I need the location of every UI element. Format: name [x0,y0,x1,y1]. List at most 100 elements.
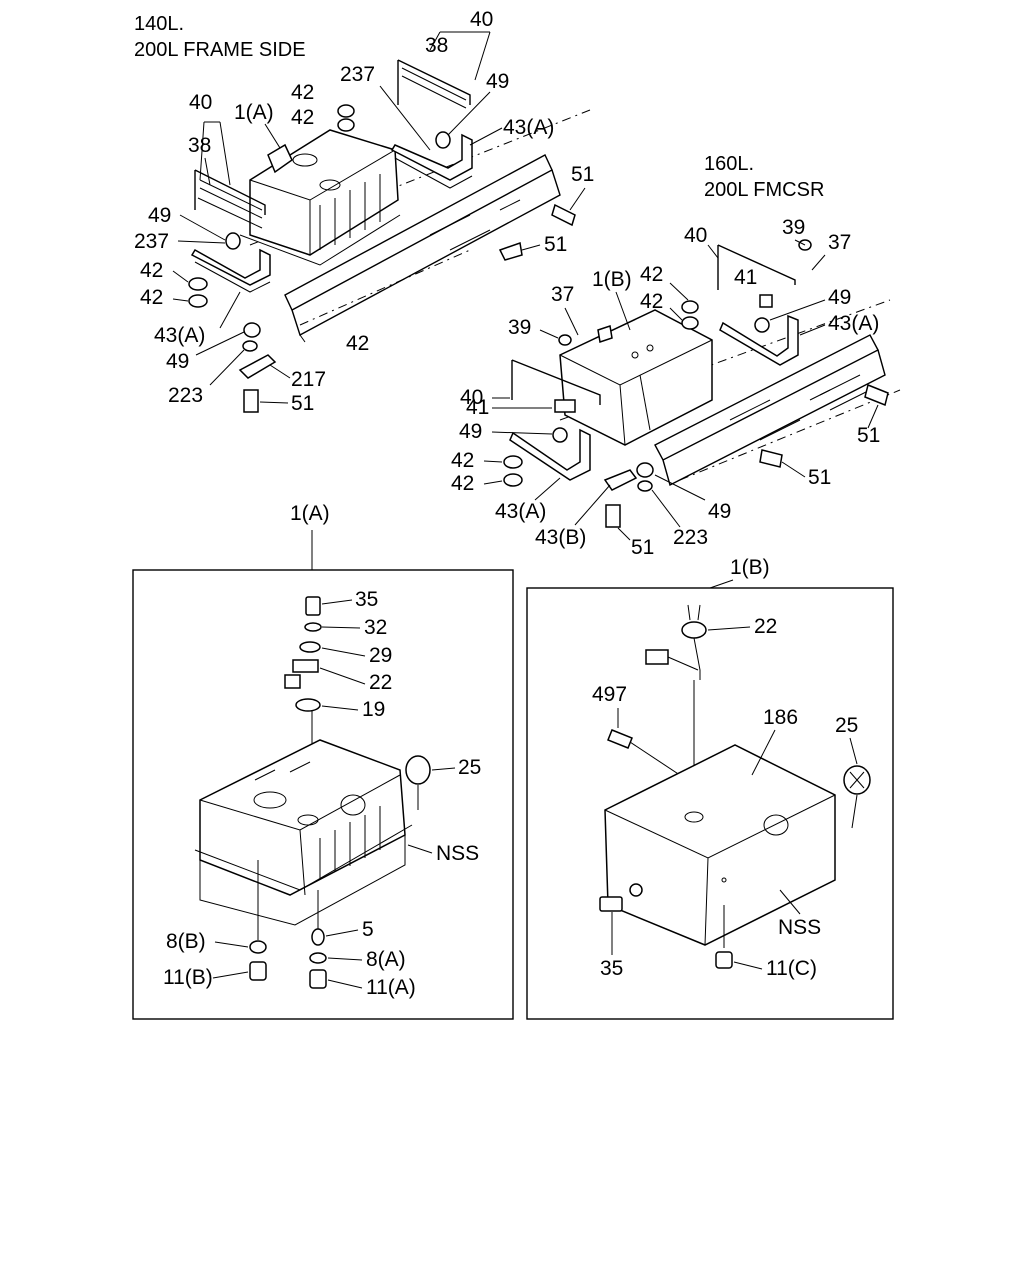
bolt-35 [305,596,321,616]
labels-box-a: 35 32 29 22 19 25 NSS 5 8(B) 8(A) 11(B) … [163,588,481,999]
label-49: 49 [486,70,509,93]
washer-32 [304,622,322,632]
header-frame-side-line2: 200L FRAME SIDE [134,39,306,61]
box-b-title: 1(B) [730,556,770,579]
bracket-43a-fmcsr-right [719,314,799,366]
gasket-29 [299,641,321,653]
label-11b: 11(B) [163,966,213,989]
label-186: 186 [763,706,798,729]
label-22: 22 [369,671,392,694]
filler-cap-25 [405,755,431,810]
label-29: 29 [369,644,392,667]
label-51: 51 [857,424,880,447]
label-51: 51 [631,536,654,559]
labels-box-b: 22 497 186 25 NSS 35 11(C) [592,615,858,980]
plug-5 [311,928,325,946]
box-a-title: 1(A) [290,502,330,525]
nuts-42-left [188,104,355,308]
fuel-tank-1b-top [559,309,713,446]
label-41: 41 [466,396,489,419]
drain-plug-11c [715,951,733,969]
label-43a: 43(A) [503,116,554,139]
label-40: 40 [460,386,483,409]
label-1a: 1(A) [234,101,274,124]
label-49: 49 [166,350,189,373]
label-42: 42 [291,106,314,129]
label-49: 49 [459,420,482,443]
washer-8b [249,940,267,954]
label-11a: 11(A) [366,976,416,999]
fuel-tank-1a-detail [194,739,413,926]
box-1a-frame [132,569,514,1020]
box-a-parts [194,596,431,989]
header-fmcsr-line2: 200L FMCSR [704,179,824,201]
box-1b-frame [526,587,894,1020]
fuel-tank-1b-detail [604,744,836,946]
label-nss: NSS [778,916,821,939]
strap-40-fmcsr-left [511,359,601,405]
strap-40-left [194,169,266,229]
washers-49 [225,131,451,352]
label-497: 497 [592,683,627,706]
bolts-51-left [498,203,576,261]
label-37: 37 [828,231,851,254]
label-40: 40 [189,91,212,114]
label-42: 42 [451,472,474,495]
label-42: 42 [291,81,314,104]
drain-plug-11a [309,969,327,989]
label-40: 40 [684,224,707,247]
label-19: 19 [362,698,385,721]
label-11c: 11(C) [766,957,817,980]
header-fmcsr-line1: 160L. [704,153,754,175]
label-39: 39 [782,216,805,239]
label-217: 217 [291,368,326,391]
label-42: 42 [451,449,474,472]
label-43a: 43(A) [828,312,879,335]
label-42: 42 [640,290,663,313]
label-42: 42 [346,332,369,355]
label-38: 38 [188,134,211,157]
header-frame-side-line1: 140L. [134,13,184,35]
label-51: 51 [544,233,567,256]
label-25: 25 [835,714,858,737]
label-41: 41 [734,266,757,289]
label-8a: 8(A) [366,948,406,971]
frame-rail-left [249,109,591,343]
label-237: 237 [340,63,375,86]
bolt-35-b [599,896,623,912]
drain-plug-11b [249,961,267,981]
label-8b: 8(B) [166,930,206,953]
strap-40-right [397,59,471,109]
label-51: 51 [571,163,594,186]
label-223: 223 [168,384,203,407]
filler-cap-25-b [843,765,871,829]
bracket-43a-left [190,248,271,293]
label-42: 42 [140,259,163,282]
label-32: 32 [364,616,387,639]
label-38: 38 [425,34,448,57]
strap-40-fmcsr-right [717,244,796,290]
labels-top-right: 40 39 37 41 49 43(A) 1(B) 42 42 37 39 40… [451,216,880,559]
label-42: 42 [640,263,663,286]
fuel-tank-1a-top [239,129,401,266]
label-25: 25 [458,756,481,779]
label-39: 39 [508,316,531,339]
gasket-19 [295,698,321,712]
label-1b: 1(B) [592,268,632,291]
label-43a: 43(A) [154,324,205,347]
label-51: 51 [808,466,831,489]
label-43a: 43(A) [495,500,546,523]
label-49: 49 [148,204,171,227]
label-223: 223 [673,526,708,549]
fmcsr-assembly [503,239,901,528]
frame-side-assembly [188,59,591,413]
bracket-217 [238,354,277,413]
label-237: 237 [134,230,169,253]
label-37: 37 [551,283,574,306]
bracket-43a-fmcsr-left [509,428,591,481]
washer-8a [309,952,327,964]
label-51: 51 [291,392,314,415]
bracket-43a-right [390,133,473,189]
labels-top-left: 40 38 42 42 237 49 43(A) 40 1(A) 38 49 2… [134,8,594,415]
